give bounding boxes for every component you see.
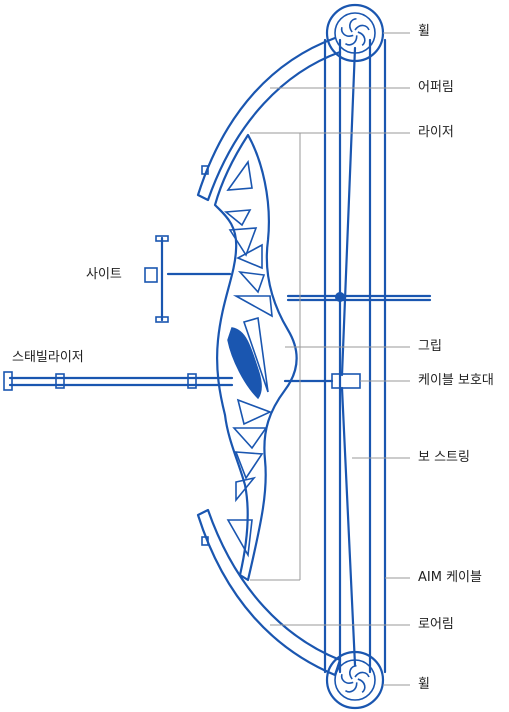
label-cable-guard: 케이블 보호대 xyxy=(418,373,494,388)
cable-guard xyxy=(283,373,361,389)
label-lower-limb: 로어림 xyxy=(418,617,454,632)
lower-pocket xyxy=(201,536,209,546)
label-upper-limb: 어퍼림 xyxy=(418,80,454,95)
label-sight: 사이트 xyxy=(86,267,122,282)
top-wheel xyxy=(325,3,385,63)
label-aim-cable: AIM 케이블 xyxy=(418,570,482,585)
cable-rails xyxy=(323,38,387,674)
label-grip: 그립 xyxy=(418,339,442,354)
bottom-wheel xyxy=(325,650,385,710)
bowstring xyxy=(340,46,357,667)
upper-pocket xyxy=(201,165,209,175)
riser xyxy=(213,133,298,582)
label-stabilizer: 스태빌라이저 xyxy=(12,350,84,365)
upper-limb xyxy=(196,36,342,202)
stabilizer xyxy=(3,371,234,391)
label-riser: 라이저 xyxy=(418,125,454,140)
lower-limb xyxy=(196,508,342,677)
label-wheel-bottom: 휠 xyxy=(418,677,430,692)
label-wheel-top: 휠 xyxy=(418,24,430,39)
leader-lines xyxy=(250,32,410,686)
label-bowstring: 보 스트링 xyxy=(418,450,470,465)
sight xyxy=(144,235,432,323)
